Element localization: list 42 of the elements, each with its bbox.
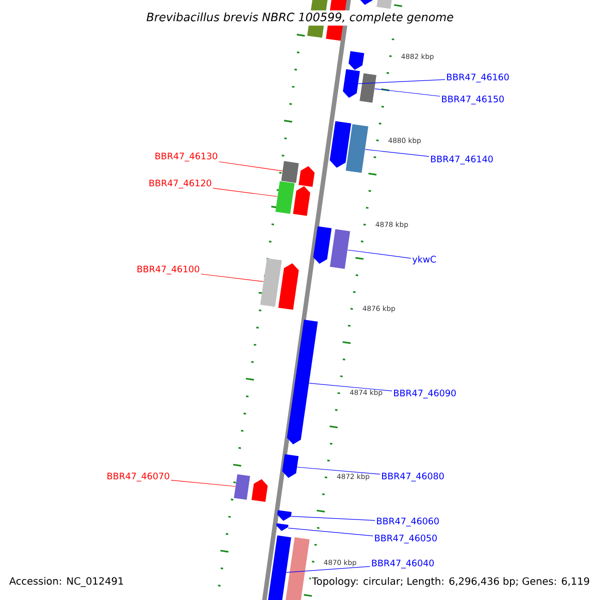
gene-block xyxy=(260,258,282,307)
gene-block xyxy=(234,474,250,500)
gene-label: BBR47_46140 xyxy=(431,156,493,164)
leader-line xyxy=(286,566,370,573)
leader-line xyxy=(364,149,430,157)
leader-line xyxy=(374,88,440,97)
gene-label: BBR47_46040 xyxy=(372,560,434,568)
gene-label: ykwC xyxy=(412,256,436,264)
gene-glyph xyxy=(282,454,299,478)
gene-label: BBR47_46080 xyxy=(382,472,444,482)
gene-block xyxy=(281,161,299,183)
gene-label: BBR47_46100 xyxy=(138,266,200,274)
leader-line xyxy=(308,382,392,392)
gene-glyph xyxy=(277,510,292,521)
gene-label: BBR47_46090 xyxy=(394,390,456,398)
leader-line xyxy=(200,274,264,282)
leader-line xyxy=(218,161,283,172)
gene-block xyxy=(330,229,350,269)
gene-label: BBR47_46120 xyxy=(150,180,212,188)
leader-line xyxy=(358,79,446,84)
leader-line xyxy=(212,188,278,197)
gene-label: BBR47_46050 xyxy=(375,534,437,544)
gene-glyph xyxy=(276,523,288,531)
gene-label: BBR47_46150 xyxy=(442,96,504,104)
gene-label: BBR47_46160 xyxy=(447,74,509,82)
gene-glyph xyxy=(342,69,360,98)
leader-line xyxy=(296,466,380,474)
title: Brevibacillus brevis NBRC 100599, complete genome xyxy=(144,10,456,26)
gene-label: BBR47_46070 xyxy=(108,472,170,482)
gene-block xyxy=(266,535,292,600)
gene-label: BBR47_46060 xyxy=(377,518,439,526)
leader-line xyxy=(170,480,236,487)
leader-line xyxy=(288,528,374,536)
genome-info-text: Topology: circular; Length: 6,296,436 bp; Genes: 6,119 xyxy=(310,576,591,588)
gene-block xyxy=(275,181,295,214)
gene-label: BBR47_46130 xyxy=(156,152,218,162)
leader-line xyxy=(347,250,412,259)
accession-text: Accession: NC_012491 xyxy=(8,576,125,588)
leader-line xyxy=(290,516,376,521)
gene-glyph xyxy=(287,320,318,444)
gene-block xyxy=(346,124,368,173)
gene-block xyxy=(360,73,376,103)
